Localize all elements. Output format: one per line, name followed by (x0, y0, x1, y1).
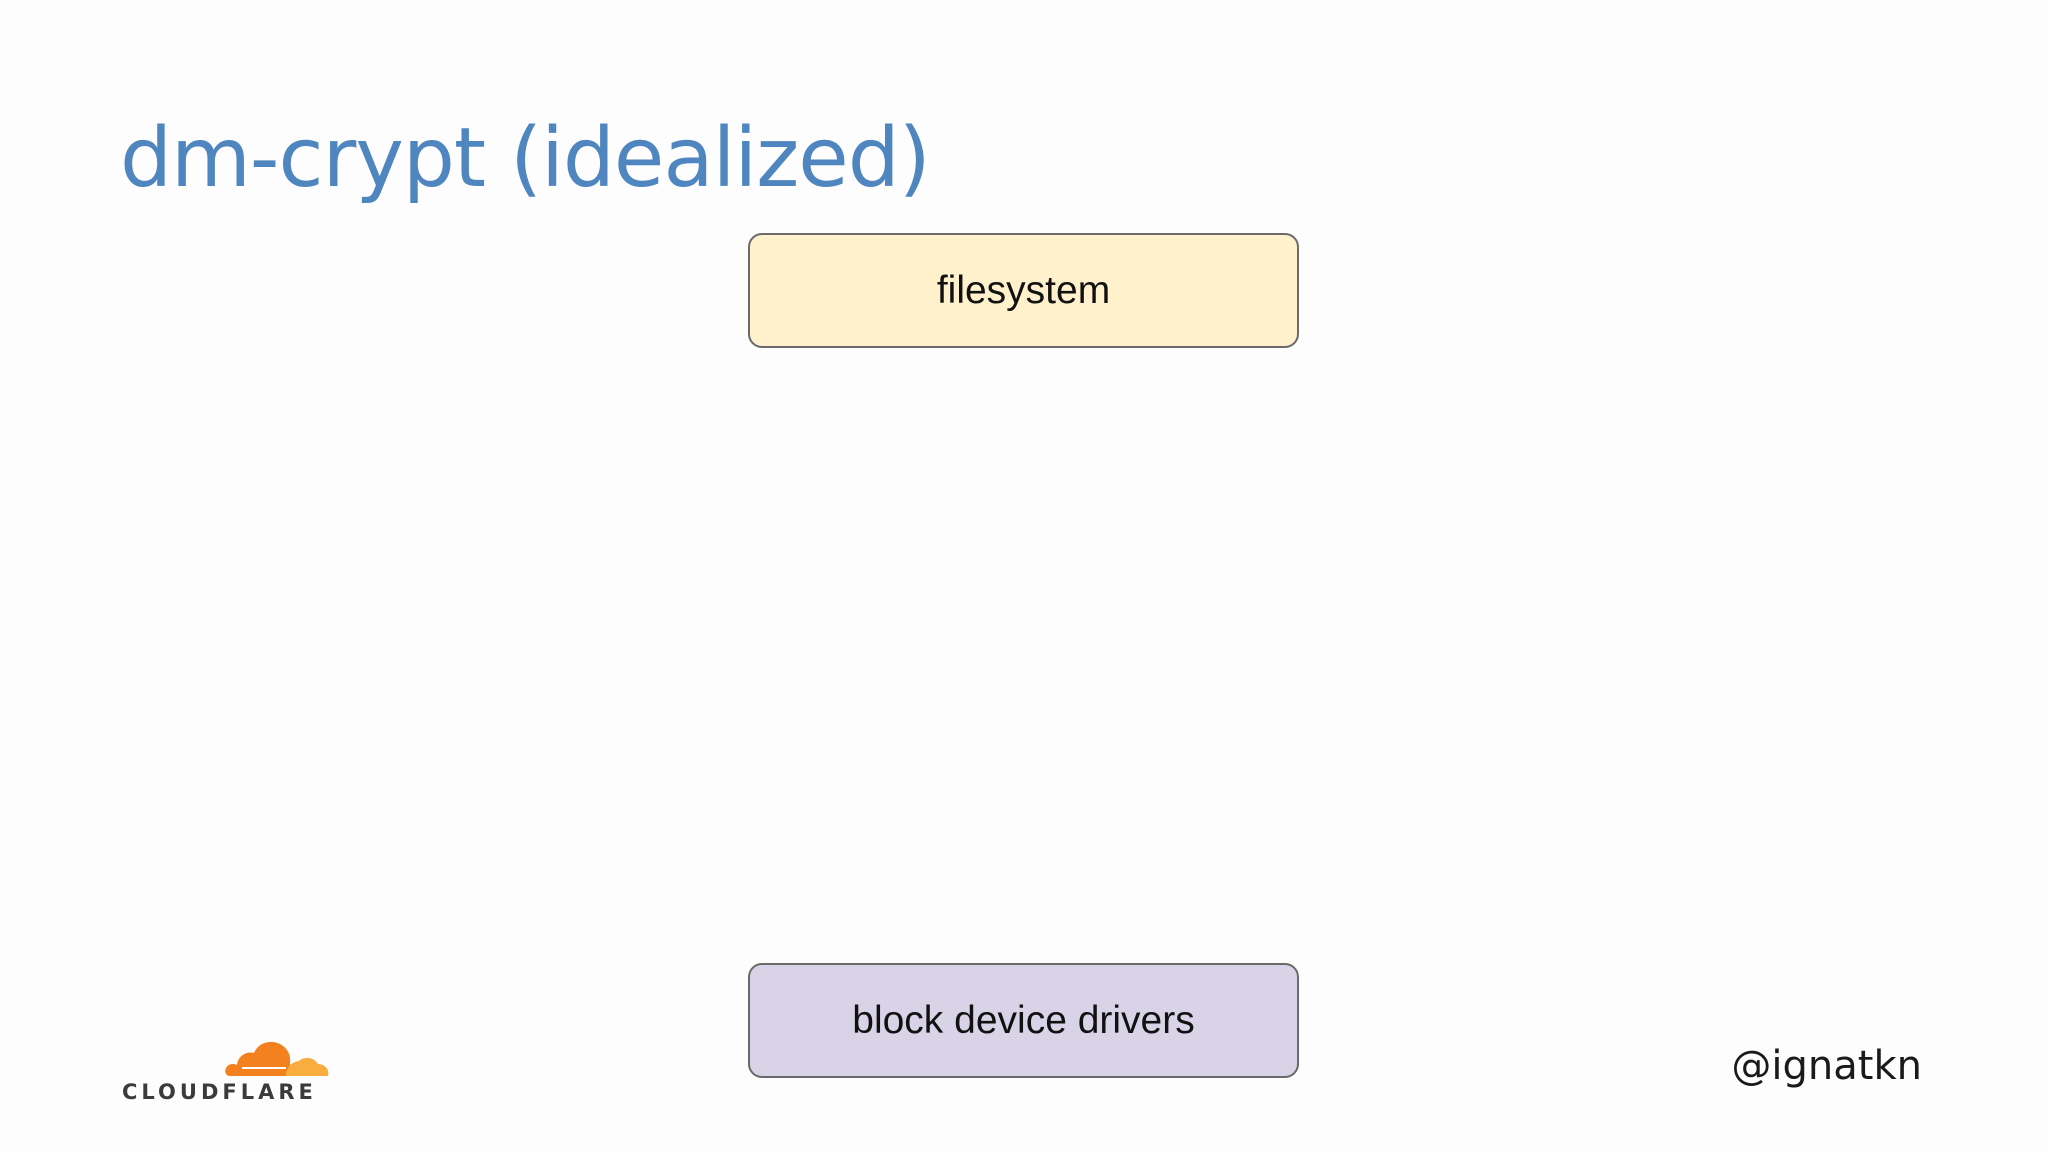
filesystem-label: filesystem (936, 268, 1111, 312)
author-handle: @ignatkn (1731, 1043, 1922, 1089)
cloudflare-logo: CLOUDFLARE (120, 1030, 335, 1110)
cloud-logo-icon (225, 1041, 329, 1076)
block-device-drivers-box: block device drivers (748, 963, 1299, 1078)
block-device-drivers-label: block device drivers (852, 998, 1195, 1042)
filesystem-box: filesystem (748, 233, 1299, 348)
logo-wordmark: CLOUDFLARE (122, 1080, 317, 1104)
slide-title: dm-crypt (idealized) (120, 111, 931, 206)
